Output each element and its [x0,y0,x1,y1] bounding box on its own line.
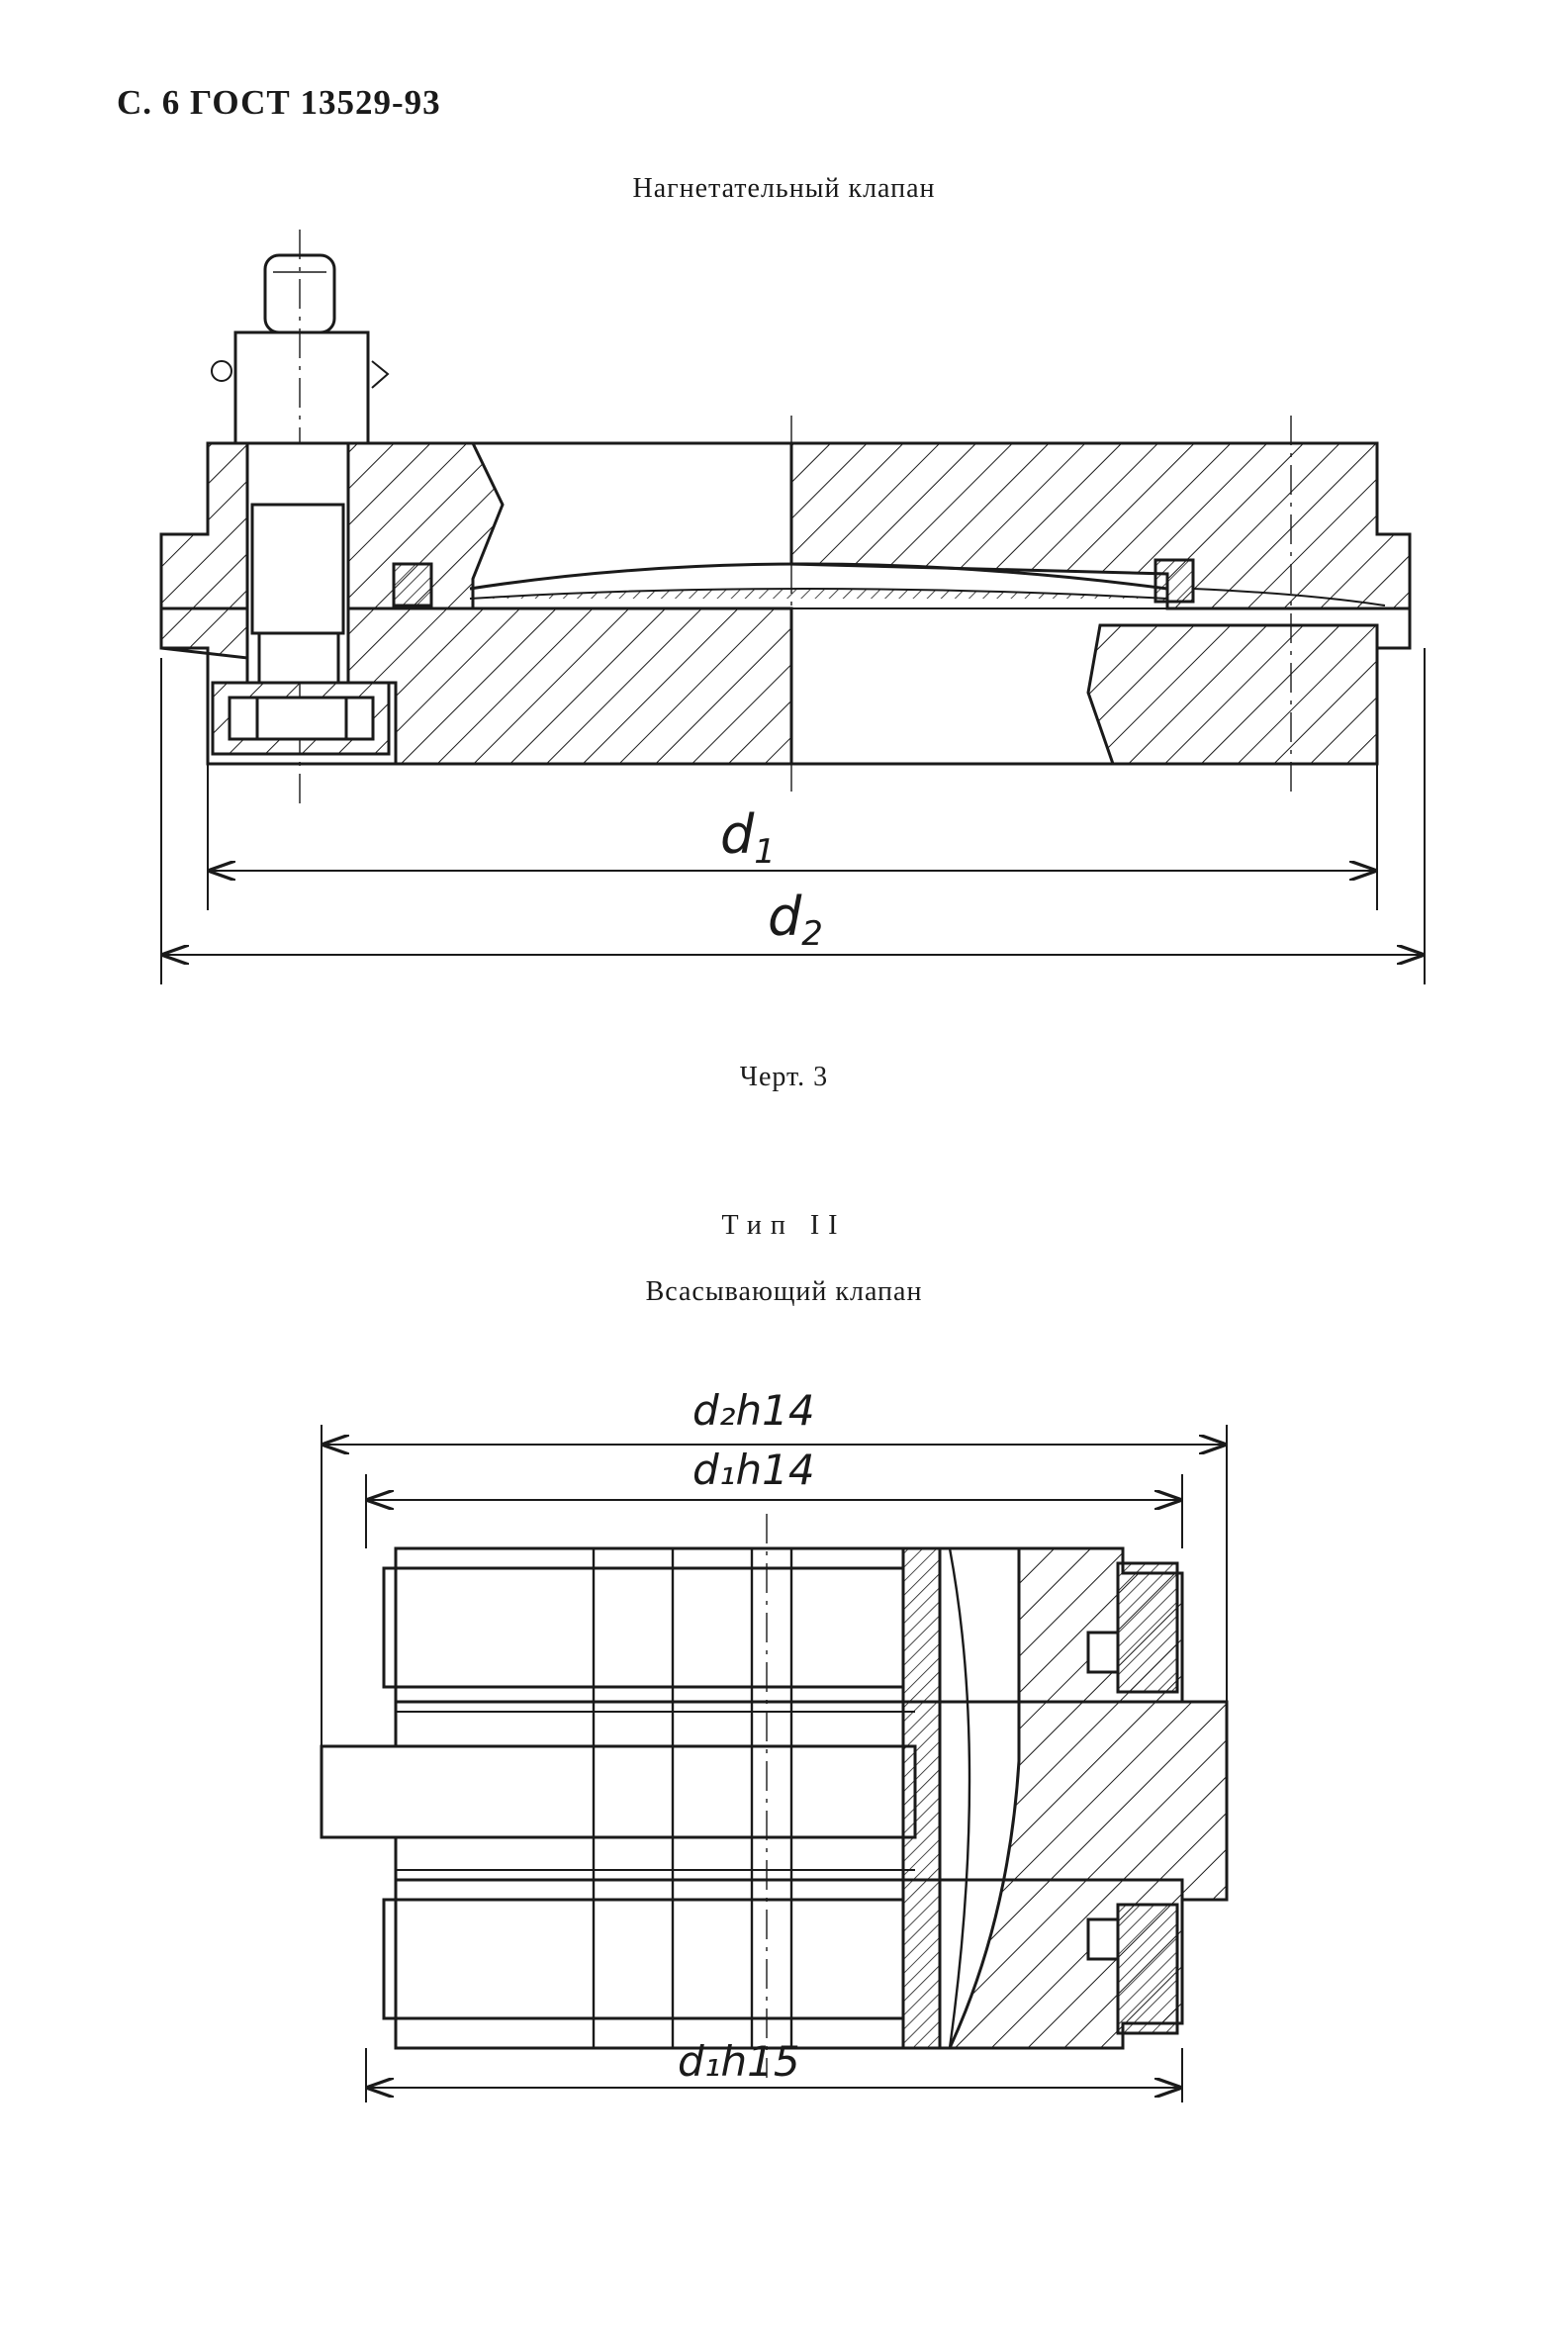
dimension-d1h15-label: d₁h15 [678,2037,800,2086]
dimension-d1h14-label: d₁h14 [692,1446,815,1494]
suction-valve-drawing: d₂h14 d₁h14 d₁h15 [320,1386,1229,2102]
discharge-valve-drawing: d1 d2 [159,230,1426,984]
dimension-d1-label: d1 [720,803,776,872]
figure3-title: Нагнетательный клапан [632,173,936,204]
dimension-d2-label: d2 [768,886,823,954]
figure3-caption: Черт. 3 [739,1062,829,1092]
type-label: Тип II [721,1210,847,1241]
page-header: С. 6 ГОСТ 13529-93 [117,83,441,122]
dimension-d2h14-label: d₂h14 [692,1386,815,1435]
type2-title: Всасывающий клапан [645,1276,923,1307]
